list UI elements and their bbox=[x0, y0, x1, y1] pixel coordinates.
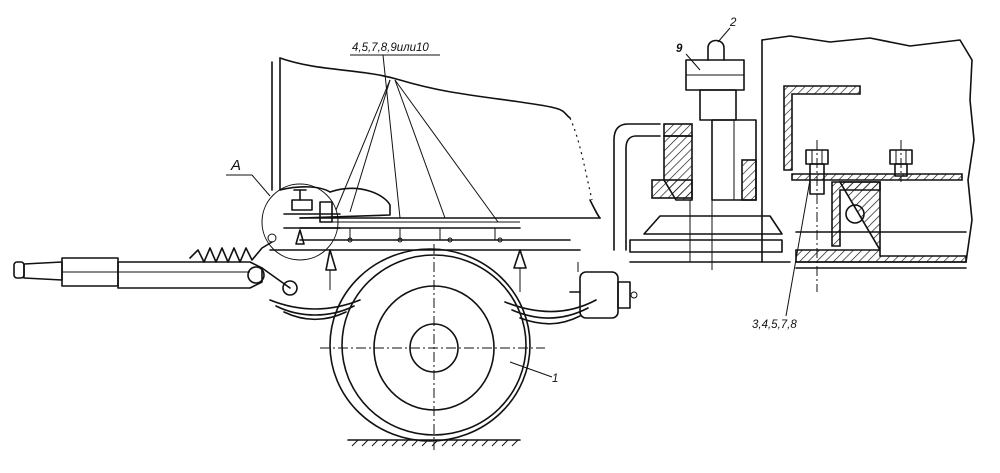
cargo-body bbox=[271, 57, 601, 219]
leader-9 bbox=[685, 53, 701, 71]
label-1: 1 bbox=[552, 373, 558, 385]
detail-circle-a bbox=[226, 174, 341, 261]
trailer-side-view bbox=[13, 54, 638, 450]
angle-bracket bbox=[783, 85, 861, 171]
label-2: 2 bbox=[729, 17, 737, 29]
leader-2 bbox=[717, 27, 731, 43]
label-bottom-callout: 3,4,5,7,8 bbox=[752, 319, 797, 331]
section-detail-view bbox=[613, 27, 975, 317]
channel-web bbox=[831, 181, 881, 247]
wheel bbox=[320, 244, 545, 450]
label-9: 9 bbox=[676, 43, 683, 55]
label-top-callout: 4,5,7,8,9или10 bbox=[352, 42, 429, 54]
channel-hole bbox=[845, 204, 865, 224]
ground-line bbox=[347, 439, 521, 447]
leader-bottom bbox=[785, 179, 811, 317]
spring-hangers bbox=[325, 249, 527, 292]
bent-rod-outer bbox=[613, 123, 661, 251]
bolt-left bbox=[805, 140, 829, 292]
drawbar bbox=[13, 257, 265, 289]
frame-rails bbox=[269, 221, 581, 251]
jack-assembly bbox=[629, 39, 791, 270]
body-wall-outline bbox=[761, 35, 975, 263]
leaf-spring-front bbox=[261, 267, 361, 321]
floor-plate bbox=[791, 173, 963, 181]
leader-top-callout bbox=[335, 54, 499, 223]
brake-chamber bbox=[569, 262, 638, 319]
bent-rod-inner bbox=[625, 135, 661, 251]
leaf-spring-rear bbox=[504, 299, 597, 325]
bolt-right bbox=[889, 140, 913, 182]
label-a: A bbox=[230, 157, 241, 174]
tension-spring bbox=[189, 241, 273, 263]
leader-1 bbox=[509, 361, 553, 378]
